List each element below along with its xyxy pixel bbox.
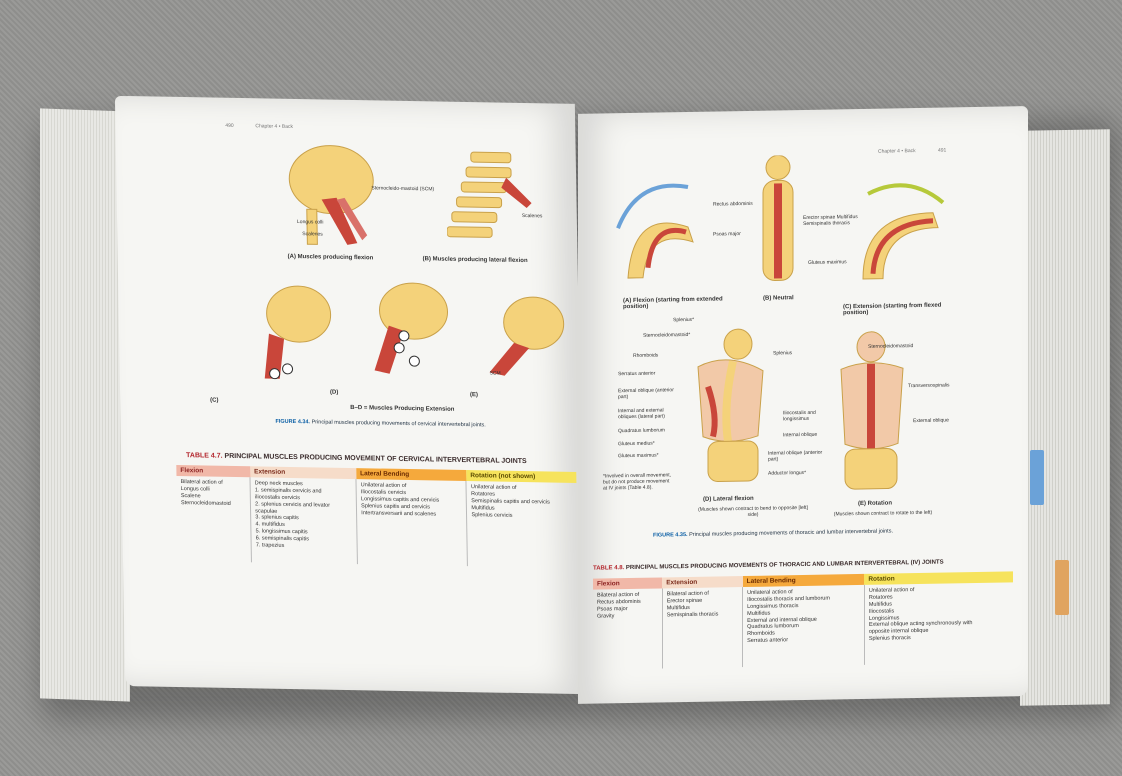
trunk-extension-figure (862, 183, 945, 280)
table-label: TABLE 4.8. (593, 565, 625, 572)
trunk-neutral-figure (762, 154, 794, 281)
left-page: 490 Chapter 4 • Back Sternocleido-mastoi… (114, 95, 586, 695)
callout-scm-e: SCM (489, 370, 501, 377)
table-heading: PRINCIPAL MUSCLES PRODUCING MOVEMENT OF … (224, 452, 527, 466)
table-label: TABLE 4.7. (186, 452, 223, 460)
page-number: 491 (938, 147, 947, 154)
figure-label-a: (A) Muscles producing flexion (287, 253, 374, 262)
page-number: 490 (225, 122, 234, 129)
figure-label-c: (C) Extension (starting from flexed posi… (843, 302, 942, 317)
cervical-flexion-figure (288, 145, 374, 245)
thoracic-lumbar-muscles-table: Flexion Extension Lateral Bending Rotati… (593, 571, 1013, 670)
running-head: Chapter 4 • Back (878, 148, 916, 155)
trunk-lateral-flexion-figure (697, 328, 764, 482)
figure-label-a: (A) Flexion (starting from extended posi… (623, 296, 723, 311)
callout-psoas: Psoas major (713, 231, 741, 238)
table-title: TABLE 4.7. PRINCIPAL MUSCLES PRODUCING M… (186, 452, 527, 465)
cervical-extension-figure-d (374, 282, 449, 374)
callout-int-oblique: Internal oblique (783, 431, 818, 439)
figure-label-b: (B) Muscles producing lateral flexion (422, 256, 528, 265)
figure-label-e: (E) Rotation (858, 500, 892, 508)
callout-scm: Sternocleido-mastoid (SCM) (371, 185, 435, 193)
right-page-edges (1020, 129, 1110, 706)
cell-rotation: Unilateral action of Rotatores Semispina… (470, 484, 550, 519)
callout-scm-d: Sternocleidomastoid* (643, 331, 691, 339)
callout-gluteus: Gluteus maximus (808, 259, 847, 266)
callout-int-ext-oblique: Internal and external obliques (lateral … (618, 407, 665, 421)
callout-longus: Longus colli (296, 219, 324, 226)
callout-glut-med: Gluteus medius* (618, 440, 655, 448)
callout-rectus: Rectus abdominis (713, 200, 753, 208)
figure-caption: FIGURE 4.34. Principal muscles producing… (275, 419, 485, 429)
callout-splenius-e: Splenius (773, 350, 793, 357)
callout-note: *Involved in overall movement, but do no… (603, 472, 672, 492)
cell-flexion: Bilateral action of Longus colli Scalene… (176, 475, 252, 563)
right-page: Chapter 4 • Back 491 Rectus abdominis Ps… (578, 106, 1028, 704)
thumb-tab (1055, 560, 1069, 615)
cervical-lateral-flexion-figure (446, 151, 532, 238)
caption-label: FIGURE 4.34. (275, 418, 311, 426)
thumb-tab (1030, 450, 1044, 505)
cell-extension: Bilateral action of Erector spinae Multi… (662, 587, 743, 669)
cervical-muscles-table: Flexion Extension Lateral Bending Rotati… (176, 464, 578, 568)
callout-quadratus: Quadratus lumborum (618, 427, 665, 435)
caption-text: Principal muscles producing movements of… (689, 528, 893, 538)
cell-rotation: Unilateral action of Rotatores Multifidu… (868, 587, 973, 642)
callout-int-oblique-ant: Internal oblique (anterior part) (768, 449, 823, 463)
figure-label-b: (B) Neutral (763, 295, 794, 302)
figure-label-e: (E) (469, 392, 478, 399)
table-title: TABLE 4.8. PRINCIPAL MUSCLES PRODUCING M… (593, 560, 944, 572)
cervical-extension-figure-c (264, 285, 332, 380)
caption-text: Principal muscles producing movements of… (311, 419, 486, 429)
callout-splenius-d: Splenius* (673, 316, 695, 324)
callout-scalenes: Scalenes (302, 231, 323, 238)
running-head: Chapter 4 • Back (255, 123, 294, 130)
callout-adductor: Adductor longus* (768, 469, 807, 477)
caption-label: FIGURE 4.35. (653, 532, 688, 539)
figure-label-c: (C) (210, 397, 219, 404)
callout-ext-oblique: External oblique (anterior part) (618, 387, 674, 401)
callout-scalenes-b: Scalenes (521, 212, 543, 220)
table-row: Bilateral action of Rectus abdominis Pso… (593, 582, 1013, 670)
callout-serratus: Serratus anterior (618, 370, 656, 378)
trunk-rotation-figure (840, 331, 904, 490)
cell-extension: Deep neck muscles 1. semispinalis cervic… (250, 477, 358, 565)
trunk-flexion-figure (616, 183, 694, 279)
figure-label-d: (D) Lateral flexion (703, 495, 754, 503)
figure-caption: FIGURE 4.35. Principal muscles producing… (653, 528, 893, 538)
table-heading: PRINCIPAL MUSCLES PRODUCING MOVEMENTS OF… (625, 559, 944, 572)
figure-label-bd: B–D = Muscles Producing Extension (350, 405, 455, 413)
callout-transverso: Transversospinalis (908, 382, 950, 390)
callout-rhomboids: Rhomboids (633, 352, 659, 359)
figure-label-d: (D) (329, 389, 339, 396)
figure-note-d: (Muscles shown contract to bend to oppos… (698, 504, 808, 518)
cell-lateral-bending: Unilateral action of Iliocostalis cervic… (356, 479, 468, 567)
cell-lateral-bending: Unilateral action of Iliocostalis thorac… (742, 584, 865, 668)
cell-flexion: Bilateral action of Rectus abdominis Pso… (593, 588, 663, 670)
cervical-extension-figure-e (489, 296, 565, 376)
table-row: Bilateral action of Longus colli Scalene… (176, 475, 577, 568)
callout-ext-oblique-e: External oblique (913, 417, 949, 425)
callout-glut-max: Gluteus maximus* (618, 452, 659, 460)
figure-note-e: (Muscles shown contract to rotate to the… (833, 509, 933, 518)
callout-scm-e: Sternocleidomastoid (868, 343, 914, 350)
